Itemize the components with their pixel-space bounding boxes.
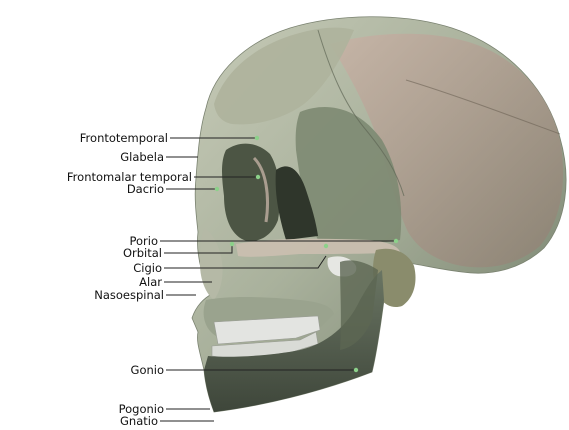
- point-porio: [394, 239, 398, 243]
- point-frontomalar-temporal: [256, 175, 260, 179]
- label-gnatio: Gnatio: [120, 414, 158, 428]
- label-dacrio: Dacrio: [127, 182, 164, 196]
- point-cigio: [324, 244, 328, 248]
- label-nasoespinal: Nasoespinal: [94, 288, 164, 302]
- label-cigio: Cigio: [133, 261, 162, 275]
- point-orbital: [230, 242, 234, 246]
- skull-illustration: [192, 17, 566, 412]
- orbit: [222, 144, 280, 241]
- label-frontotemporal: Frontotemporal: [80, 131, 168, 145]
- point-frontotemporal: [255, 136, 259, 140]
- label-glabela: Glabela: [120, 150, 164, 164]
- point-dacrio: [215, 187, 219, 191]
- landmark-labels: Frontotemporal Glabela Frontomalar tempo…: [67, 131, 192, 428]
- label-alar: Alar: [139, 275, 162, 289]
- label-orbital: Orbital: [123, 246, 162, 260]
- label-gonio: Gonio: [131, 363, 164, 377]
- point-gonio: [354, 368, 358, 372]
